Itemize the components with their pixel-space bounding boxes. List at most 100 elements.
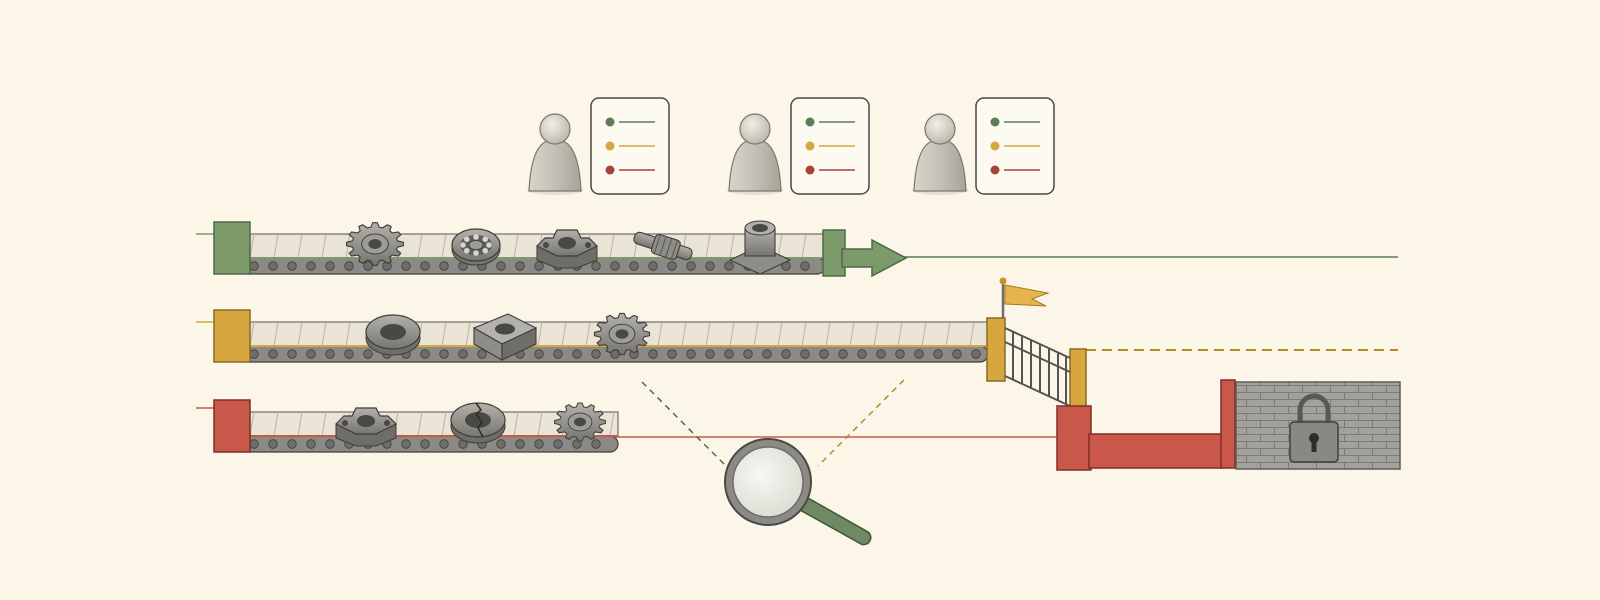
- chain-roller: [629, 261, 639, 271]
- bracket-bolt: [585, 242, 591, 248]
- chain-roller: [610, 261, 620, 271]
- chain-roller: [420, 439, 430, 449]
- ring-hole: [380, 324, 406, 340]
- chain-roller: [724, 261, 734, 271]
- amber-check-dot: [990, 141, 1000, 151]
- inspect-dashed-right: [817, 379, 905, 467]
- chain-roller: [496, 439, 506, 449]
- shaft-spline: [659, 236, 667, 256]
- chain-roller: [648, 349, 658, 359]
- chain-roller: [648, 261, 658, 271]
- belt-slat: [705, 321, 711, 347]
- bearing-ball: [464, 236, 470, 243]
- green-lane: [213, 220, 846, 277]
- belt-slat: [273, 321, 279, 347]
- chain-roller: [249, 261, 259, 271]
- cracked-ring-icon: [450, 402, 506, 444]
- green-pass-arrow: [841, 238, 908, 278]
- chain-roller: [363, 349, 373, 359]
- belt-slat: [897, 321, 903, 347]
- green-check-dot: [990, 117, 1000, 127]
- belt-slat: [513, 411, 519, 437]
- gate-post-right: [1069, 348, 1087, 412]
- chain-roller: [420, 261, 430, 271]
- chain-roller: [249, 349, 259, 359]
- belt-slat: [321, 233, 327, 259]
- amber-check-dot: [605, 141, 615, 151]
- flange-hole: [752, 224, 768, 232]
- belt-slat: [681, 321, 687, 347]
- chain-roller: [534, 439, 544, 449]
- chain-roller: [895, 349, 905, 359]
- chain-roller: [800, 261, 810, 271]
- chain-roller: [724, 349, 734, 359]
- amber-gate: [986, 277, 1087, 412]
- shaft-icon: [633, 231, 693, 261]
- chain-roller: [477, 349, 487, 359]
- chain-roller: [420, 349, 430, 359]
- pawn-body: [728, 139, 782, 192]
- chain-roller: [401, 261, 411, 271]
- belt-slat: [969, 321, 975, 347]
- chain-roller: [249, 439, 259, 449]
- inspection-magnifier: [641, 379, 905, 546]
- keyhole-slot: [1311, 440, 1317, 452]
- barrier-upright: [1220, 379, 1236, 469]
- belt-slat: [801, 321, 807, 347]
- chain-roller: [705, 349, 715, 359]
- chain-roller: [667, 349, 677, 359]
- magnifier-lens: [732, 446, 804, 518]
- locked-wall: [1235, 381, 1401, 470]
- flange-icon: [728, 220, 792, 275]
- chain-roller: [363, 261, 373, 271]
- red-check-dot: [805, 165, 815, 175]
- belt-slat: [537, 411, 543, 437]
- pawn-head: [739, 113, 771, 145]
- bearing-ball: [482, 247, 488, 254]
- chain-roller: [439, 261, 449, 271]
- belt-slat: [513, 233, 519, 259]
- belt-slat: [441, 321, 447, 347]
- gear-hole: [574, 417, 586, 427]
- belt-slat: [345, 321, 351, 347]
- chain-roller: [857, 349, 867, 359]
- bracket-hole: [357, 415, 375, 427]
- bearing-inner: [468, 240, 484, 250]
- conveyor-end-cap: [213, 221, 251, 275]
- belt-slat: [321, 321, 327, 347]
- belt-slat: [297, 233, 303, 259]
- belt-slat: [609, 233, 615, 259]
- block-hole: [495, 323, 515, 335]
- bearing-ball: [473, 234, 479, 240]
- ring-icon: [365, 314, 421, 356]
- chain-roller: [667, 261, 677, 271]
- pawn-body: [528, 139, 582, 192]
- chain-roller: [762, 349, 772, 359]
- chain-roller: [268, 261, 278, 271]
- chain-roller: [306, 349, 316, 359]
- gear-hole: [615, 329, 629, 339]
- chain-roller: [914, 349, 924, 359]
- chain-roller: [439, 439, 449, 449]
- block-icon: [472, 313, 538, 361]
- belt-slat: [273, 233, 279, 259]
- checklist-card: [975, 97, 1055, 195]
- belt-slat: [273, 411, 279, 437]
- reviewer-1: [527, 97, 670, 195]
- bracket-icon: [535, 229, 599, 269]
- belt-slat: [801, 233, 807, 259]
- bracket-bolt: [543, 242, 549, 248]
- reviewers: [527, 97, 1055, 195]
- bearing-ball: [486, 242, 492, 248]
- chain-roller: [325, 261, 335, 271]
- red-barrier: [1056, 379, 1236, 471]
- chain-roller: [515, 439, 525, 449]
- conveyor-end-cap: [213, 399, 251, 453]
- gate-post-left: [986, 317, 1006, 382]
- ring-hole: [465, 412, 491, 428]
- chain-roller: [572, 349, 582, 359]
- chain-roller: [819, 349, 829, 359]
- magnifier-handle: [798, 497, 872, 546]
- belt-slat: [705, 233, 711, 259]
- belt-slat: [657, 321, 663, 347]
